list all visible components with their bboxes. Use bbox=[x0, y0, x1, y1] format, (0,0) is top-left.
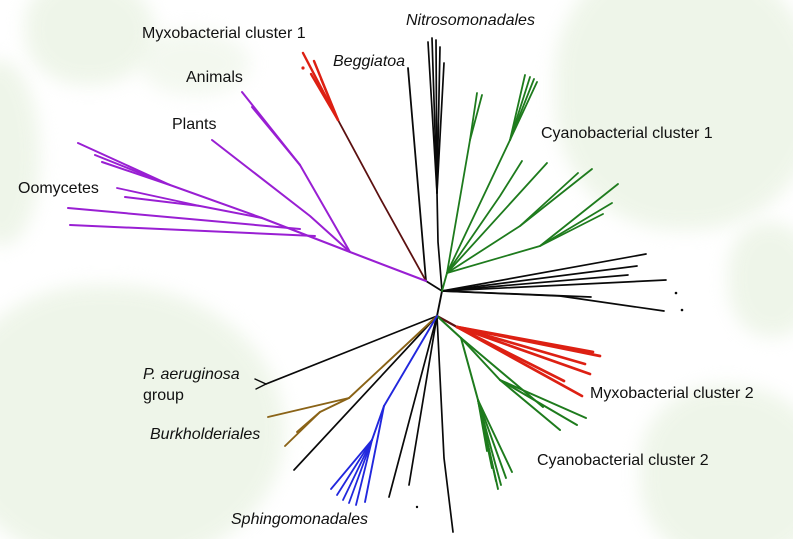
background-patch bbox=[140, 30, 250, 95]
tree-branch-green bbox=[446, 183, 619, 274]
tree-branch-blue bbox=[383, 315, 438, 407]
label-cyanobacterial-cluster-2: Cyanobacterial cluster 2 bbox=[537, 452, 709, 469]
tree-branch-purple bbox=[211, 139, 351, 253]
tree-branch-black bbox=[436, 192, 443, 292]
tree-branch-green bbox=[477, 399, 499, 490]
label-burkholderiales: Burkholderiales bbox=[150, 426, 261, 443]
label-nitrosomonadales: Nitrosomonadales bbox=[406, 12, 535, 29]
label-cyanobacterial-cluster-1: Cyanobacterial cluster 1 bbox=[541, 125, 713, 142]
label-beggiatoa: Beggiatoa bbox=[333, 53, 406, 70]
tree-branch-purple bbox=[77, 142, 263, 219]
label-oomycetes: Oomycetes bbox=[18, 180, 99, 197]
label-group: group bbox=[143, 387, 184, 404]
tree-branch-black bbox=[436, 315, 454, 533]
tree-branch-blue bbox=[348, 439, 373, 504]
tree-branch-brown bbox=[348, 315, 438, 399]
tree-branch-green bbox=[539, 213, 604, 247]
tree-branch-blue bbox=[371, 405, 385, 441]
tree-branch-blue bbox=[355, 439, 373, 506]
tree-branch-blue bbox=[336, 439, 373, 496]
tree-branch-black bbox=[436, 290, 443, 317]
background-patch bbox=[728, 222, 793, 337]
tree-branch-blue bbox=[364, 405, 385, 503]
tree-branch-red bbox=[309, 72, 340, 122]
tree-tip-dot bbox=[301, 66, 305, 70]
label-animals: Animals bbox=[186, 69, 243, 86]
tree-branch-purple bbox=[116, 187, 201, 207]
tree-branch-black bbox=[441, 274, 629, 292]
tree-tip-dot bbox=[415, 505, 419, 509]
tree-branch-purple bbox=[259, 115, 301, 166]
tree-branch-green bbox=[446, 172, 579, 274]
tree-branch-black bbox=[441, 253, 647, 292]
tree-branch-green bbox=[460, 337, 544, 408]
tree-branch-purple bbox=[101, 161, 171, 186]
tree-branch-green bbox=[446, 160, 523, 274]
background-patch bbox=[555, 0, 793, 230]
tree-tip-dot bbox=[680, 308, 684, 312]
tree-branch-purple bbox=[67, 207, 301, 230]
background-patch bbox=[640, 385, 793, 539]
tree-branch-green bbox=[435, 314, 463, 340]
label-p-aeruginosa: P. aeruginosa bbox=[143, 366, 240, 383]
tree-branch-green bbox=[539, 202, 613, 247]
tree-branch-green bbox=[460, 337, 479, 401]
tree-branch-black bbox=[436, 62, 445, 194]
tree-branch-green bbox=[477, 399, 513, 473]
tree-branch-green bbox=[469, 94, 483, 141]
label-myxobacterial-cluster-2: Myxobacterial cluster 2 bbox=[590, 385, 754, 402]
tree-branch-red bbox=[455, 325, 584, 398]
tree-branch-green bbox=[441, 272, 448, 292]
tree-branch-black bbox=[441, 290, 592, 298]
tree-branch-black bbox=[265, 315, 438, 385]
tree-branch-green bbox=[446, 162, 548, 274]
tree-branch-darkred bbox=[337, 119, 427, 282]
tree-branch-blue bbox=[342, 439, 373, 501]
background-patch bbox=[25, 0, 155, 85]
tree-branch-black bbox=[255, 383, 267, 390]
label-myxobacterial-cluster-1: Myxobacterial cluster 1 bbox=[142, 25, 306, 42]
label-sphingomonadales: Sphingomonadales bbox=[231, 511, 368, 528]
tree-branch-green bbox=[519, 168, 593, 227]
tree-branch-black bbox=[254, 378, 267, 385]
tree-branch-brown bbox=[267, 397, 350, 418]
tree-tip-dot bbox=[674, 291, 678, 295]
tree-branch-green bbox=[499, 379, 561, 431]
tree-branch-purple bbox=[69, 224, 316, 237]
tree-branch-black bbox=[441, 265, 638, 292]
tree-branch-black bbox=[441, 290, 665, 312]
tree-branch-black bbox=[408, 315, 438, 486]
tree-branch-blue bbox=[330, 439, 373, 490]
tree-branch-brown bbox=[296, 411, 321, 433]
tree-branch-red bbox=[455, 325, 602, 358]
tree-branch-green bbox=[477, 399, 507, 479]
tree-branch-black bbox=[293, 315, 438, 471]
tree-branch-green bbox=[509, 81, 538, 141]
tree-branch-black bbox=[388, 315, 438, 498]
tree-branch-red bbox=[319, 77, 340, 122]
tree-branch-black bbox=[441, 279, 667, 292]
tree-branch-red bbox=[455, 325, 592, 376]
label-plants: Plants bbox=[172, 116, 217, 133]
